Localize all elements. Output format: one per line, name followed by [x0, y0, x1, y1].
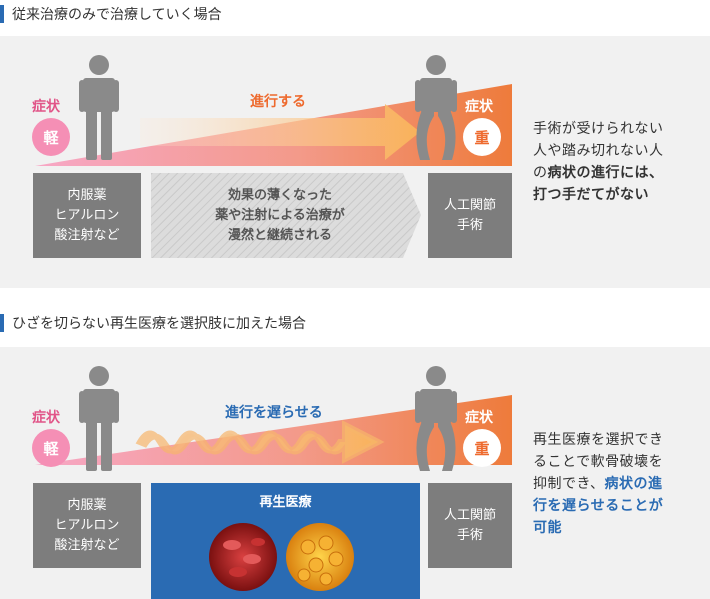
side2-line4: 行を遅らせることが [533, 498, 664, 514]
side2-line2: ることで軟骨破壊を [533, 454, 664, 470]
section2-graphic [35, 395, 512, 599]
side2-line5: 可能 [533, 520, 562, 536]
heading-accent-bar [0, 5, 4, 23]
oral-medicine-box: 内服薬 ヒアルロン 酸注射など [33, 483, 141, 568]
heading-accent-bar [0, 314, 4, 332]
slowed-progression-label: 進行を遅らせる [225, 405, 323, 421]
symptom-label-left: 症状 [32, 99, 60, 115]
section1-heading: 従来治療のみで治療していく場合 [0, 2, 222, 26]
healthy-person-icon [79, 366, 119, 471]
section2-panel: 症状 軽 進行を遅らせる 症状 重 内服薬 ヒアルロン 酸注射など 再生医療 人… [0, 347, 710, 599]
section2-title: ひざを切らない再生医療を選択肢に加えた場合 [12, 316, 306, 332]
severe-text: 重 [474, 128, 490, 147]
side1-line1: 手術が受けられない [533, 121, 664, 137]
side2-line3-pre: 抑制でき、 [533, 476, 605, 492]
progression-wedge [35, 395, 512, 465]
side1-line3: の病状の進行には、 [533, 162, 664, 184]
section2-side-text: 再生医療を選択でき ることで軟骨破壊を 抑制でき、病状の進 行を遅らせることが … [533, 429, 664, 539]
side2-line3-blue: 病状の進 [604, 476, 663, 492]
joint-replacement-box: 人工関節 手術 [428, 173, 512, 258]
side1-line3-pre: の [533, 165, 548, 181]
knee-pain-person-icon [415, 55, 457, 160]
side1-line3-bold: 病状の進行には、 [547, 165, 664, 181]
joint-replacement-box: 人工関節 手術 [428, 483, 512, 568]
stagnant-treatment-text: 効果の薄くなった 薬や注射による治療が 漫然と継続される [215, 187, 345, 243]
mild-badge: 軽 [32, 429, 70, 467]
regenerative-medicine-box [151, 483, 420, 599]
blood-cells-image [209, 523, 277, 591]
symptom-label-left: 症状 [32, 410, 60, 426]
progression-label: 進行する [250, 94, 306, 110]
symptom-label-right: 症状 [465, 99, 493, 115]
healthy-person-icon [79, 55, 119, 160]
severe-text: 重 [474, 439, 490, 458]
symptom-label-right: 症状 [465, 410, 493, 426]
side2-line3: 抑制でき、病状の進 [533, 473, 664, 495]
mild-text: 軽 [43, 439, 59, 458]
stagnant-treatment-box [151, 173, 421, 258]
oral-medicine-box: 内服薬 ヒアルロン 酸注射など [33, 173, 141, 258]
side1-line4: 打つ手だてがない [533, 187, 649, 203]
section2-heading: ひざを切らない再生医療を選択肢に加えた場合 [0, 311, 306, 335]
side1-line2: 人や踏み切れない人 [533, 143, 664, 159]
progression-arrow [140, 104, 420, 160]
section1-side-text: 手術が受けられない 人や踏み切れない人 の病状の進行には、 打つ手だてがない [533, 118, 664, 206]
mild-badge: 軽 [32, 118, 70, 156]
mild-text: 軽 [43, 128, 59, 147]
side2-line1: 再生医療を選択でき [533, 432, 664, 448]
severe-badge: 重 [463, 429, 501, 467]
regenerative-medicine-title: 再生医療 [259, 495, 312, 510]
knee-pain-person-icon [415, 366, 457, 471]
section1-graphic [35, 84, 512, 258]
slowed-progression-wave [135, 420, 385, 464]
section1-title: 従来治療のみで治療していく場合 [12, 7, 222, 23]
section1-panel: 症状 軽 進行する 症状 重 内服薬 ヒアルロン 酸注射など 効果の薄くなった … [0, 36, 710, 288]
severe-badge: 重 [463, 118, 501, 156]
